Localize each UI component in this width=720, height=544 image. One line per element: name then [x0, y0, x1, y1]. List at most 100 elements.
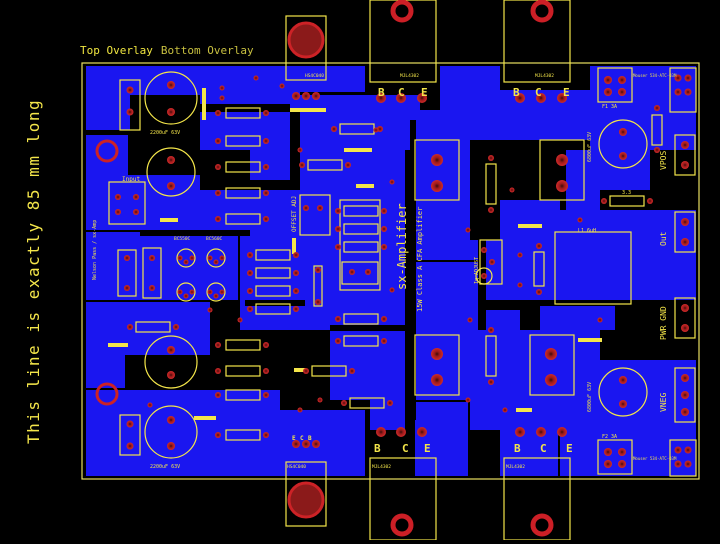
pad: [431, 180, 443, 192]
pad: [654, 147, 660, 153]
pad: [207, 289, 213, 295]
pad: [115, 194, 121, 200]
board-outline: [81, 62, 700, 480]
pad: [556, 180, 568, 192]
pad: [619, 152, 627, 160]
pad: [381, 316, 387, 322]
label-mouser-top: Mouser 534-ATC-03M: [633, 73, 677, 78]
pad: [618, 460, 626, 468]
pad: [335, 316, 341, 322]
pad: [147, 402, 153, 408]
pad: [417, 93, 427, 103]
pad: [373, 127, 379, 133]
pad: [381, 208, 387, 214]
bce-bot-left-b: B: [374, 442, 381, 455]
pad: [213, 259, 219, 265]
pad: [604, 448, 612, 456]
pad: [396, 93, 406, 103]
copper-pour: [86, 66, 696, 476]
label-q-top-left: MJL4302: [400, 73, 419, 79]
pad: [681, 141, 689, 149]
label-cap-uf-bot: 2200uF 63V: [150, 464, 180, 470]
pad: [654, 105, 660, 111]
bce-bot-right-b: B: [514, 442, 521, 455]
pad: [167, 156, 175, 164]
pad: [127, 324, 133, 330]
pad: [253, 75, 259, 81]
pad: [167, 81, 175, 89]
pad: [377, 126, 383, 132]
pad: [684, 446, 692, 454]
pad: [381, 338, 387, 344]
pad: [302, 440, 310, 448]
label-l1: L1 6uH: [578, 228, 596, 234]
pad: [674, 460, 682, 468]
pad: [247, 288, 253, 294]
pad: [365, 269, 371, 275]
pad: [481, 247, 487, 253]
pad: [488, 155, 494, 161]
pad: [335, 338, 341, 344]
pad: [312, 92, 320, 100]
pad: [545, 348, 557, 360]
pad: [297, 407, 303, 413]
pad: [389, 287, 395, 293]
pad: [167, 108, 175, 116]
pad: [619, 376, 627, 384]
author-note: Nelson Pass / sx-Amp: [92, 220, 98, 280]
pad: [465, 397, 471, 403]
bce-top-left-c: C: [398, 86, 405, 99]
pad: [133, 209, 139, 215]
pad: [465, 227, 471, 233]
pad: [381, 244, 387, 250]
bce-top-right-e: E: [563, 86, 570, 99]
pad: [219, 95, 225, 101]
board-subtitle: 15W Class A CFA Amplifier: [416, 207, 424, 312]
pad: [502, 407, 508, 413]
pad: [263, 368, 269, 374]
pad: [681, 218, 689, 226]
label-q-bot-left: MJL4302: [372, 464, 391, 470]
pad: [536, 243, 542, 249]
pad: [536, 427, 546, 437]
bce-bot-left-e: E: [424, 442, 431, 455]
pad: [133, 194, 139, 200]
pad: [577, 217, 583, 223]
ecb-driver-e: E: [292, 435, 296, 442]
label-bc560: BC560C: [206, 236, 223, 242]
component-pads: [115, 74, 692, 468]
pad: [536, 93, 546, 103]
pad: [263, 110, 269, 116]
pad: [681, 238, 689, 246]
mounting-holes: [95, 21, 325, 519]
pad: [149, 255, 155, 261]
pad: [215, 164, 221, 170]
pad: [684, 88, 692, 96]
pad: [488, 379, 494, 385]
pad: [509, 187, 515, 193]
pad: [488, 327, 494, 333]
pad: [279, 83, 285, 89]
pad: [517, 282, 523, 288]
pad: [674, 74, 682, 82]
pad: [126, 108, 134, 116]
label-mouser-bot: Mouser 534-ATC-03M: [633, 456, 677, 461]
pad: [681, 374, 689, 382]
pad: [219, 255, 225, 261]
pad: [335, 208, 341, 214]
label-vpos: VPOS: [659, 151, 668, 170]
pad: [647, 198, 653, 204]
pad: [263, 392, 269, 398]
label-cap-big-top: 6800uF 63V: [587, 132, 593, 162]
label-heatsink-bot: HS4C040: [287, 464, 306, 470]
label-q-top-right: MJL4302: [535, 73, 554, 79]
bce-bot-right-c: C: [540, 442, 547, 455]
pad: [207, 255, 213, 261]
pad: [263, 164, 269, 170]
pad: [431, 348, 443, 360]
pad: [604, 460, 612, 468]
label-out: Out: [659, 231, 668, 246]
pad: [431, 154, 443, 166]
pad: [215, 432, 221, 438]
pad: [601, 198, 607, 204]
